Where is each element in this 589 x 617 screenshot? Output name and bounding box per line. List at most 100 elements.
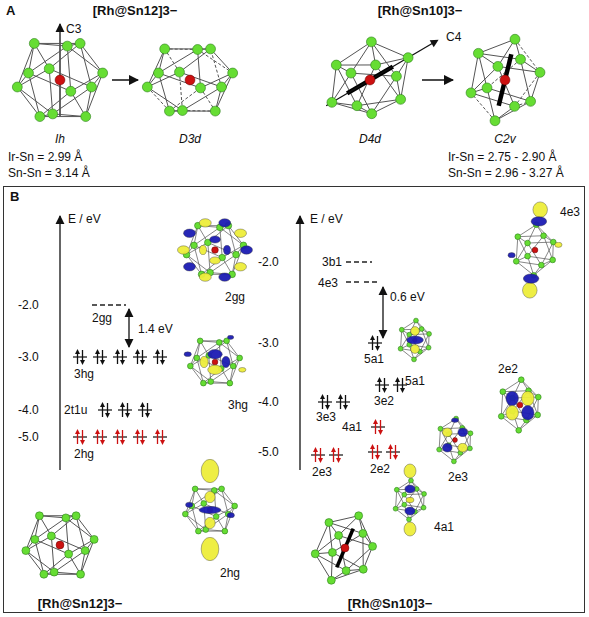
bond-distance: Ir-Sn = 2.75 - 2.90 Å — [448, 150, 556, 164]
electron-down-head — [140, 440, 145, 445]
electron-up — [390, 448, 391, 459]
bond-line — [35, 539, 44, 574]
orbital-lobe — [208, 350, 223, 359]
electron-up-head — [120, 402, 125, 407]
bond-line — [194, 227, 220, 245]
cluster-figure — [10, 30, 110, 130]
energy-level — [73, 356, 87, 357]
electron-down — [338, 448, 339, 459]
bond-line — [86, 73, 103, 117]
orbital-lobe — [223, 245, 230, 255]
sn-atom — [328, 548, 336, 556]
sn-atom — [72, 512, 80, 520]
cluster-drawing — [22, 512, 98, 578]
bond-line — [498, 66, 540, 72]
electron-down-head — [120, 440, 125, 445]
orbital-lobe — [239, 367, 246, 372]
energy-level — [93, 436, 107, 437]
orbital-lobe — [219, 273, 231, 281]
rh-atom — [532, 247, 538, 253]
electron-down-head — [125, 413, 130, 418]
cluster-formula: [Rh@Sn12]3− — [93, 4, 178, 18]
energy-level — [153, 436, 167, 437]
bond-line — [54, 551, 85, 573]
orbital-lobe — [531, 217, 547, 226]
sn-atom — [421, 505, 426, 510]
sn-atom — [510, 34, 520, 44]
electron-up — [97, 353, 98, 364]
orbital-lobe — [406, 497, 414, 503]
sn-atom — [206, 44, 216, 54]
bond-line — [179, 72, 182, 110]
electron-up-head — [100, 402, 105, 407]
bond-line — [501, 392, 503, 417]
energy-level — [336, 401, 350, 402]
bond-line — [359, 516, 373, 547]
sn-atom — [515, 234, 521, 240]
sn-atom — [201, 501, 207, 507]
sn-atom — [419, 327, 424, 332]
bond-line — [404, 493, 424, 495]
electron-up-head — [115, 429, 120, 434]
bond-line — [81, 539, 95, 574]
orbital-lobe — [442, 443, 452, 452]
cluster-drawing — [142, 44, 237, 116]
sn-atom — [24, 68, 34, 78]
bond-line — [515, 39, 540, 72]
sn-atom — [550, 257, 556, 263]
sn-atom — [213, 514, 219, 520]
gap-arrow — [128, 309, 129, 347]
electron-down-head — [318, 458, 323, 463]
orbital-label: 2e2 — [370, 462, 390, 476]
bond-line — [329, 516, 359, 523]
sn-atom — [355, 512, 363, 520]
electron-down — [142, 350, 143, 361]
orbital-lobe — [523, 283, 538, 299]
sn-atom — [482, 83, 492, 93]
empty-level — [346, 261, 372, 263]
electron-down — [127, 403, 128, 414]
bond-line — [198, 49, 201, 87]
sn-atom — [393, 506, 398, 511]
cluster-drawing — [326, 37, 438, 119]
orbital-label: 2hg — [74, 447, 94, 461]
bond-line — [371, 42, 408, 58]
bond-line — [404, 505, 423, 508]
bond-line — [69, 539, 95, 554]
sn-atom — [232, 503, 238, 509]
bond-line — [471, 93, 495, 121]
cluster-drawing — [437, 416, 473, 464]
bond-line — [315, 554, 331, 580]
gap-label: 0.6 eV — [390, 290, 425, 304]
orbital-label: 2t1u — [64, 403, 87, 417]
energy-level — [93, 356, 107, 357]
sn-atom — [412, 357, 417, 362]
sn-atom — [177, 106, 187, 116]
orbital-lobe — [508, 253, 515, 258]
sn-atom — [193, 45, 203, 55]
bond-line — [478, 53, 487, 88]
bond-line — [194, 245, 222, 257]
electron-up — [142, 406, 143, 417]
cluster-node: Ih — [10, 30, 110, 146]
orbital-lobe — [458, 428, 468, 437]
electron-up — [157, 353, 158, 364]
orbital-lobe — [205, 491, 215, 502]
sn-atom — [98, 68, 108, 78]
sn-atom — [535, 67, 545, 77]
energy-level — [368, 342, 382, 343]
electron-down-head — [375, 346, 380, 351]
energy-level — [329, 454, 343, 455]
cluster-node: C2v — [455, 30, 555, 146]
electron-up-head — [95, 429, 100, 434]
orbital-lobe — [200, 356, 208, 367]
energy-level — [368, 451, 382, 452]
electron-down-head — [400, 388, 405, 393]
orbital-label: 4a1 — [342, 420, 362, 434]
bond-line — [71, 73, 103, 91]
bond-line — [29, 73, 40, 117]
bond-distance: Sn-Sn = 2.96 - 3.27 Å — [448, 166, 564, 180]
orbital-lobe — [411, 345, 420, 354]
bond-line — [169, 111, 215, 112]
panel-frame: B — [3, 186, 585, 613]
